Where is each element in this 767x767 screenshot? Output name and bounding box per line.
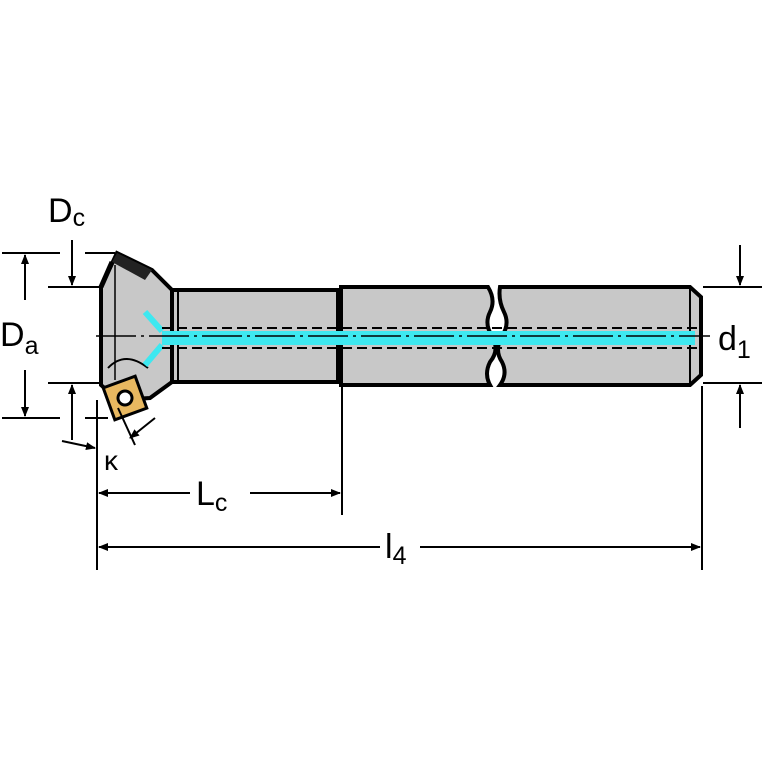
insert <box>101 374 149 422</box>
coolant-channel <box>96 309 710 367</box>
top-insert <box>112 253 152 280</box>
label-da: Da <box>0 316 39 360</box>
label-kappa: κ <box>104 445 119 476</box>
label-dc: Dc <box>48 192 85 232</box>
label-lc: Lc <box>196 475 227 517</box>
dimension-lines <box>2 240 762 570</box>
label-d1: d1 <box>718 320 751 364</box>
label-l4: l4 <box>385 528 407 570</box>
cutter-head <box>98 250 174 422</box>
